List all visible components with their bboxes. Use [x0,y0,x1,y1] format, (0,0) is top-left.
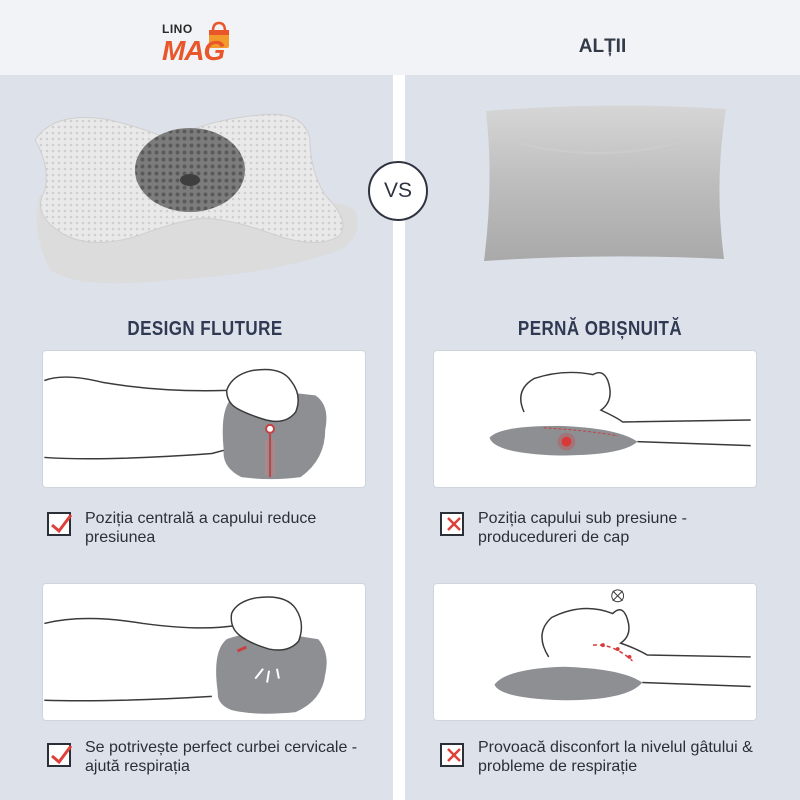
right-illustration-1 [433,350,757,488]
brand-logo-top: LINO [162,22,193,36]
right-illustration-2 [433,583,757,721]
right-section-title: PERNĂ OBIȘNUITĂ [517,318,683,340]
left-illustration-2 [42,583,366,721]
ordinary-pillow-image [484,105,726,261]
cross-icon [440,512,464,536]
brand-logo-bottom: MAG [162,35,225,66]
cross-icon [440,743,464,767]
butterfly-pillow-image [34,113,358,284]
right-caption-2: Provoacă disconfort la nivelul gâtului &… [478,739,753,775]
sleeper-ordinary-pillow-illustration [489,371,751,456]
left-section-title: DESIGN FLUTURE [127,318,283,340]
header-band [0,0,800,75]
sleeper-neck-strain-illustration [494,589,751,701]
check-icon [47,512,73,536]
shopping-bag-icon [209,21,229,48]
sleeper-breathing-illustration [44,596,327,714]
brand-logo: LINO MAG [160,18,250,70]
right-caption-1: Poziția capului sub presiune - producedu… [478,510,688,546]
left-illustration-1 [42,350,366,488]
vs-badge: VS [368,161,428,221]
column-divider [393,75,405,800]
competitor-heading: ALȚII [578,36,627,57]
left-caption-2: Se potrivește perfect curbei cervicale -… [85,739,358,775]
left-caption-1: Poziția centrală a capului reduce presiu… [85,510,317,546]
check-icon [47,743,73,767]
sleeper-butterfly-pillow-illustration [44,368,327,480]
